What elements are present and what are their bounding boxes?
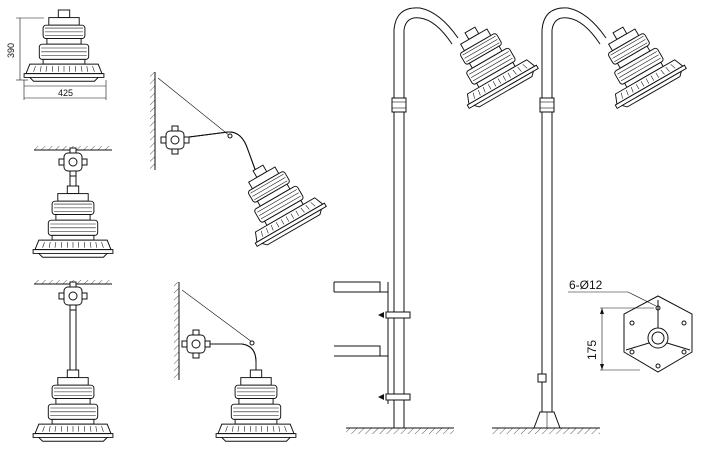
hexagon-base-plate bbox=[623, 295, 693, 373]
view-wall-bracket-upper bbox=[150, 72, 329, 251]
width-dimension-label: 425 bbox=[58, 88, 73, 98]
view-ceiling-short: 390 425 bbox=[6, 9, 107, 100]
view-ceiling-mount-pendant bbox=[32, 280, 114, 442]
pcd-dimension-label: 175 bbox=[585, 340, 599, 360]
support-stay-wire bbox=[157, 77, 231, 137]
hole-spec-label: 6-Ø12 bbox=[569, 278, 603, 292]
view-base-flange-plan: 6-Ø12 175 bbox=[568, 278, 693, 373]
height-dimension-label: 390 bbox=[6, 43, 16, 58]
mounting-holes bbox=[629, 305, 687, 369]
view-ceiling-mount-short bbox=[32, 146, 114, 258]
view-pole-wall-clamped bbox=[333, 7, 541, 434]
view-pole-freestanding bbox=[492, 7, 689, 434]
view-wall-bracket-lower bbox=[174, 282, 297, 442]
